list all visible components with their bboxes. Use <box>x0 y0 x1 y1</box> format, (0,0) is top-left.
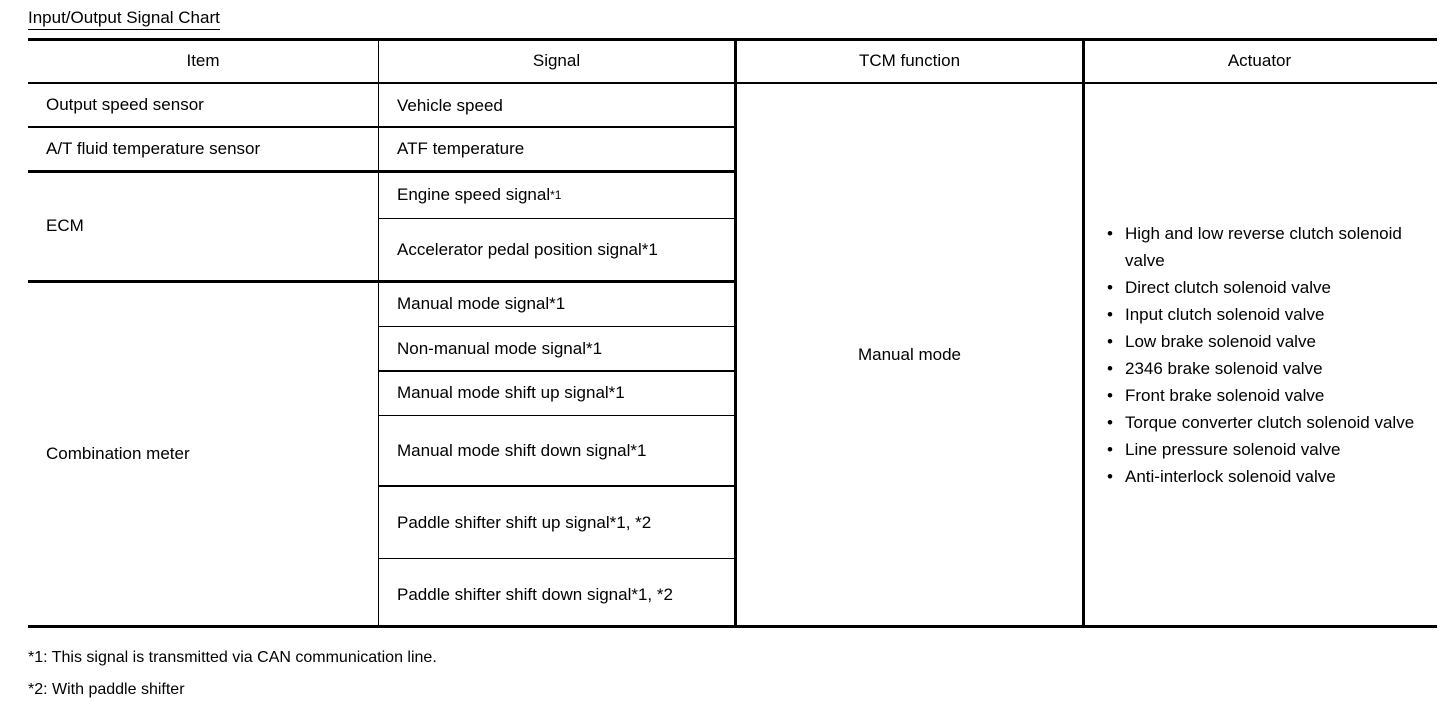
tcm-function-value: Manual mode <box>857 345 961 364</box>
signal-engine-speed: Engine speed signal <box>397 185 551 204</box>
item-output-speed-sensor: Output speed sensor <box>28 84 379 126</box>
actuator-list: High and low reverse clutch solenoid val… <box>1085 220 1437 490</box>
column-header-tcm-function: TCM function <box>737 41 1085 82</box>
row-rule-group <box>28 279 737 283</box>
signal-atf-temperature: ATF temperature <box>379 127 737 170</box>
row-rule <box>379 325 734 327</box>
list-item: Input clutch solenoid valve <box>1103 301 1431 328</box>
item-group-combination-meter: Combination meter Manual mode signal*1 N… <box>28 282 737 625</box>
row-rule <box>379 485 734 487</box>
table-header-row: Item Signal TCM function Actuator <box>28 41 1437 82</box>
signal-vehicle-speed: Vehicle speed <box>379 84 737 126</box>
left-columns: Output speed sensor Vehicle speed A/T fl… <box>28 84 737 625</box>
signal-manual-mode: Manual mode signal*1 <box>397 294 566 313</box>
tcm-function-cell: Manual mode <box>737 84 1085 626</box>
footnotes: *1: This signal is transmitted via CAN c… <box>28 648 1028 710</box>
column-header-signal: Signal <box>379 41 737 82</box>
actuator-cell: High and low reverse clutch solenoid val… <box>1085 84 1437 626</box>
table-row: Manual mode shift down signal*1 <box>379 416 734 485</box>
signal-accelerator-pedal-position: Accelerator pedal position signal*1 <box>397 239 658 259</box>
list-item: Front brake solenoid valve <box>1103 382 1431 409</box>
table-row: A/T fluid temperature sensor ATF tempera… <box>28 127 737 170</box>
signal-manual-mode-shift-up: Manual mode shift up signal*1 <box>397 383 625 402</box>
signal-manual-mode-shift-down: Manual mode shift down signal*1 <box>397 441 647 460</box>
table-body: Output speed sensor Vehicle speed A/T fl… <box>28 84 1437 626</box>
item-at-fluid-temperature-sensor: A/T fluid temperature sensor <box>28 127 379 170</box>
list-item: High and low reverse clutch solenoid val… <box>1103 220 1431 274</box>
table-top-rule <box>28 38 1437 41</box>
item-combination-meter: Combination meter <box>28 282 379 625</box>
table-row: Output speed sensor Vehicle speed <box>28 84 737 126</box>
page-title: Input/Output Signal Chart <box>28 8 220 30</box>
table-row: Paddle shifter shift up signal*1, *2 <box>379 487 734 558</box>
header-separator-rule <box>28 82 1437 84</box>
list-item: Direct clutch solenoid valve <box>1103 274 1431 301</box>
table-row: Engine speed signal*1 <box>397 185 562 204</box>
table-row: Non-manual mode signal*1 <box>379 327 734 370</box>
table-row: Accelerator pedal position signal*1 <box>379 219 734 279</box>
footnote-2: *2: With paddle shifter <box>28 681 185 698</box>
row-rule-group <box>28 169 737 173</box>
input-output-signal-table: Item Signal TCM function Actuator Output… <box>28 38 1437 628</box>
list-item: Line pressure solenoid valve <box>1103 436 1431 463</box>
list-item: 2346 brake solenoid valve <box>1103 355 1431 382</box>
signal-non-manual-mode: Non-manual mode signal*1 <box>397 338 603 358</box>
row-rule <box>379 557 734 559</box>
table-row: Manual mode signal*1 <box>379 283 734 326</box>
table-bottom-rule <box>28 624 1437 628</box>
signal-paddle-shifter-shift-up: Paddle shifter shift up signal*1, *2 <box>397 512 652 532</box>
list-item: Anti-interlock solenoid valve <box>1103 463 1431 490</box>
item-ecm: ECM <box>28 172 379 280</box>
row-rule <box>379 217 734 219</box>
list-item: Torque converter clutch solenoid valve <box>1103 409 1431 436</box>
table-row: Manual mode shift up signal*1 <box>379 372 734 415</box>
item-group-ecm: ECM Engine speed signal*1 Accelerator pe… <box>28 172 737 280</box>
list-item: Low brake solenoid valve <box>1103 328 1431 355</box>
signal-paddle-shifter-shift-down: Paddle shifter shift down signal*1, *2 <box>397 584 673 604</box>
row-rule <box>379 414 734 416</box>
table-row: Paddle shifter shift down signal*1, *2 <box>379 559 734 629</box>
column-header-actuator: Actuator <box>1227 51 1292 70</box>
row-rule <box>28 126 737 128</box>
column-header-item: Item <box>28 41 379 82</box>
footnote-1: *1: This signal is transmitted via CAN c… <box>28 649 437 666</box>
row-rule <box>379 370 734 372</box>
